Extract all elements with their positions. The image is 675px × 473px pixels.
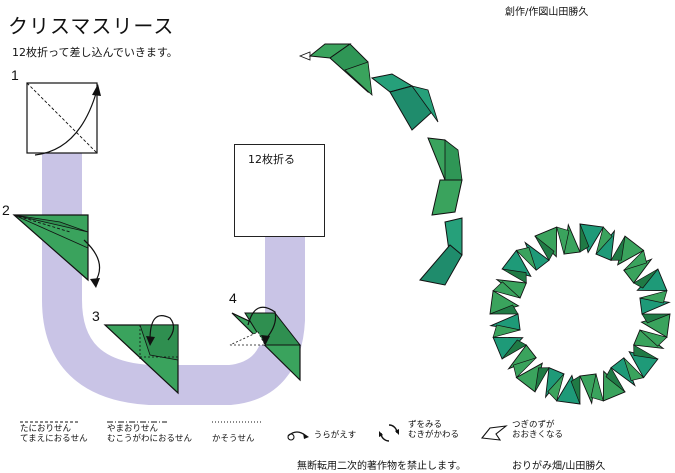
- legend-enlarge: つぎのずが おおきくなる: [480, 420, 564, 441]
- copyright-notice: 無断転用二次的著作物を禁止します。: [297, 461, 466, 472]
- page-subtitle: 12枚折って差し込んでいきます。: [12, 46, 178, 59]
- author-credit: 創作/作図山田勝久: [505, 7, 589, 18]
- footer-credit: おりがみ畑/山田勝久: [512, 461, 606, 472]
- legend-mountain-fold: やまおりせん むこうがわにおるせん: [107, 420, 192, 444]
- wreath-segment-flap: [639, 329, 668, 347]
- legend-valley-fold: たにおりせん てまえにおるせん: [20, 420, 88, 444]
- legend-enlarge-label1: つぎのずが: [512, 420, 555, 430]
- step3-folded-triangle: [103, 315, 179, 395]
- wreath-segment-flap: [534, 235, 555, 262]
- inset-label: 12枚折る: [248, 153, 295, 166]
- legend-crease-label: かそうせん: [212, 434, 255, 444]
- legend-valley-fold-label2: てまえにおるせん: [20, 434, 88, 444]
- wreath-segment-flap: [632, 268, 659, 289]
- step4-folded-unit: [229, 306, 302, 382]
- legend-turn-over: うらがえす: [285, 428, 356, 442]
- legend-turn-over-label: うらがえす: [313, 430, 357, 441]
- enlarge-icon: [480, 425, 508, 441]
- wreath-segment-flap: [501, 339, 528, 360]
- legend-mountain-fold-label1: やまおりせん: [107, 424, 159, 434]
- rotate-icon: [379, 424, 399, 442]
- page-title: クリスマスリース: [8, 14, 175, 38]
- wreath-segment-flap: [633, 344, 659, 360]
- wreath-segment-flap: [547, 373, 565, 402]
- step2-folded-triangle: [12, 214, 101, 288]
- turn-over-icon: [287, 431, 309, 441]
- wreath-segment-flap: [570, 375, 581, 405]
- wreath-segment-flap: [492, 281, 521, 299]
- wreath-segment-flap: [623, 249, 648, 271]
- wreath-segment-flap: [512, 357, 537, 379]
- wreath-segment-flap: [556, 226, 570, 255]
- wreath-segment-flap: [623, 357, 645, 382]
- assembled-chain: [298, 43, 463, 286]
- step3-fold-arrow: [149, 315, 175, 341]
- legend-rotate: ずをみる むきがかわる: [378, 420, 460, 442]
- wreath-segment-flap: [492, 324, 521, 338]
- step1-fold-arrow: [34, 89, 98, 156]
- wreath-segment-flap: [639, 290, 668, 304]
- legend-crease: かそうせん: [212, 420, 262, 444]
- inset-panel: [234, 144, 325, 237]
- wreath-diagram: [489, 223, 671, 405]
- wreath-segment-flap: [590, 373, 604, 402]
- legend-valley-fold-label1: たにおりせん: [20, 424, 72, 434]
- wreath-segment-flap: [579, 223, 590, 253]
- legend-enlarge-label2: おおきくなる: [512, 430, 564, 440]
- wreath-segment-flap: [501, 268, 527, 284]
- legend-mountain-fold-label2: むこうがわにおるせん: [107, 434, 193, 444]
- step-number-2: 2: [2, 202, 10, 218]
- legend-rotate-label1: ずをみる: [408, 420, 443, 430]
- step4-fold-arrow: [247, 306, 277, 341]
- wreath-segment-flap: [489, 304, 519, 315]
- wreath-segment-flap: [595, 226, 613, 255]
- wreath-segment-flap: [610, 235, 626, 261]
- wreath-segment-flap: [641, 313, 671, 324]
- wreath-segment-flap: [534, 367, 550, 393]
- step-number-3: 3: [92, 308, 100, 324]
- step-number-4: 4: [229, 290, 237, 306]
- step-number-1: 1: [11, 67, 19, 83]
- wreath-segment-flap: [605, 366, 626, 393]
- wreath-segment-flap: [515, 246, 537, 271]
- legend-rotate-label2: むきがかわる: [408, 430, 460, 440]
- step1-square-paper: [26, 82, 101, 156]
